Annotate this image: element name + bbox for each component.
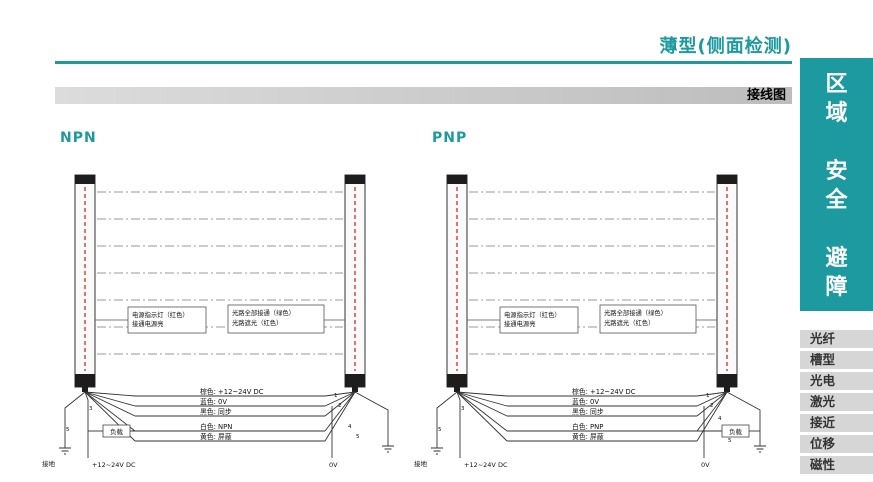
- sidebar-item-label: 光纤: [810, 331, 836, 346]
- wire-label-white: 白色: PNP: [572, 422, 603, 431]
- pin-1: 1: [706, 393, 710, 399]
- load-label: 负载: [110, 427, 124, 436]
- beam-status-callout: 光路全部接通（绿色） 光路遮光（红色）: [227, 304, 345, 334]
- wiring-diagram-pnp: 电源指示灯（红色） 接通电源亮 光路全部接通（绿色） 光路遮光（红色） 负载: [414, 174, 766, 469]
- diagram-label-npn: NPN: [60, 130, 97, 146]
- ground-symbol-left: [59, 447, 71, 455]
- sidebar-item-label: 激光: [810, 394, 836, 409]
- load-box: 负载: [102, 424, 131, 438]
- pin-4: 4: [718, 416, 722, 422]
- sidebar-item-fiber[interactable]: 光纤: [800, 330, 873, 348]
- sidebar-item-label: 接近: [810, 415, 836, 430]
- pin-3: 3: [461, 406, 465, 412]
- pin-5: 5: [438, 427, 442, 433]
- power-indicator-callout: 电源指示灯（红色） 接通电源亮: [467, 306, 579, 334]
- ground-symbol-right: [382, 445, 394, 453]
- wire-label-blue: 蓝色: 0V: [572, 397, 599, 406]
- load-label: 负载: [729, 427, 743, 436]
- sidebar-item-proximity[interactable]: 接近: [800, 414, 873, 432]
- power-indicator-callout: 电源指示灯（红色） 接通电源亮: [95, 306, 207, 334]
- sidebar-item-label: 光电: [810, 373, 836, 388]
- wire-label-white: 白色: NPN: [200, 422, 232, 431]
- sidebar-item-magnetic[interactable]: 磁性: [800, 456, 873, 474]
- pin-5b: 5: [356, 434, 360, 440]
- ground-symbol-left: [431, 447, 443, 455]
- page-title: 薄型(侧面检测): [659, 36, 792, 57]
- power-indicator-line1: 电源指示灯（红色）: [132, 310, 189, 319]
- sensor-bar-left: [74, 174, 96, 392]
- title-underline: [55, 61, 792, 64]
- wire-label-black: 黑色: 同步: [200, 407, 232, 416]
- beam-status-line2: 光路遮光（红色）: [604, 318, 654, 327]
- wiring-diagram-npn: 电源指示灯（红色） 接通电源亮 光路全部接通（绿色） 光路遮光（红色） 负: [42, 174, 394, 469]
- pin-2: 2: [710, 403, 714, 409]
- sensor-bar-right: [716, 174, 738, 392]
- load-box: 负载: [721, 424, 750, 438]
- ground-label: 接地: [414, 459, 428, 468]
- section-bar: 接线图: [55, 87, 792, 104]
- wire-label-yellow: 黄色: 屏蔽: [200, 432, 232, 441]
- sensor-bar-left: [446, 174, 468, 392]
- wire-label-brown: 棕色: +12~24V DC: [200, 387, 264, 396]
- wire-label-brown: 棕色: +12~24V DC: [572, 387, 636, 396]
- pin-1: 1: [334, 393, 338, 399]
- beam-status-callout: 光路全部接通（绿色） 光路遮光（红色）: [599, 304, 717, 334]
- category-banner: 区 域 安 全 避 障: [800, 58, 873, 311]
- beam-status-line2: 光路遮光（红色）: [232, 318, 282, 327]
- sidebar-item-label: 槽型: [810, 352, 836, 367]
- ground-symbol-right: [754, 445, 766, 453]
- beam-status-line1: 光路全部接通（绿色）: [232, 308, 295, 317]
- sidebar-item-label: 位移: [810, 436, 836, 451]
- wire-buses: [436, 391, 761, 458]
- sensor-bar-right: [344, 174, 366, 392]
- sidebar-item-slot[interactable]: 槽型: [800, 351, 873, 369]
- pin-3: 3: [89, 406, 93, 412]
- pin-4: 4: [348, 424, 352, 430]
- zero-volt-label: 0V: [329, 461, 338, 469]
- section-label: 接线图: [746, 88, 786, 103]
- category-banner-text: 区 域 安 全 避 障: [825, 72, 848, 300]
- sidebar-item-laser[interactable]: 激光: [800, 393, 873, 411]
- wire-label-yellow: 黄色: 屏蔽: [572, 432, 604, 441]
- power-indicator-line2: 接通电源亮: [504, 319, 535, 328]
- diagram-label-pnp: PNP: [432, 130, 468, 146]
- pin-5b: 5: [728, 438, 732, 444]
- wire-label-blue: 蓝色: 0V: [200, 397, 227, 406]
- supply-label: +12~24V DC: [464, 461, 508, 469]
- ground-label: 接地: [42, 459, 56, 468]
- supply-label: +12~24V DC: [92, 461, 136, 469]
- wire-label-black: 黑色: 同步: [572, 407, 604, 416]
- sidebar-item-label: 磁性: [810, 457, 836, 472]
- beam-status-line1: 光路全部接通（绿色）: [604, 308, 667, 317]
- side-menu: 光纤 槽型 光电 激光 接近 位移 磁性: [800, 330, 873, 477]
- zero-volt-label: 0V: [701, 461, 710, 469]
- sidebar-item-photoelectric[interactable]: 光电: [800, 372, 873, 390]
- pin-2: 2: [338, 403, 342, 409]
- power-indicator-line1: 电源指示灯（红色）: [504, 310, 561, 319]
- pin-5: 5: [66, 427, 70, 433]
- sidebar-item-displacement[interactable]: 位移: [800, 435, 873, 453]
- power-indicator-line2: 接通电源亮: [132, 319, 163, 328]
